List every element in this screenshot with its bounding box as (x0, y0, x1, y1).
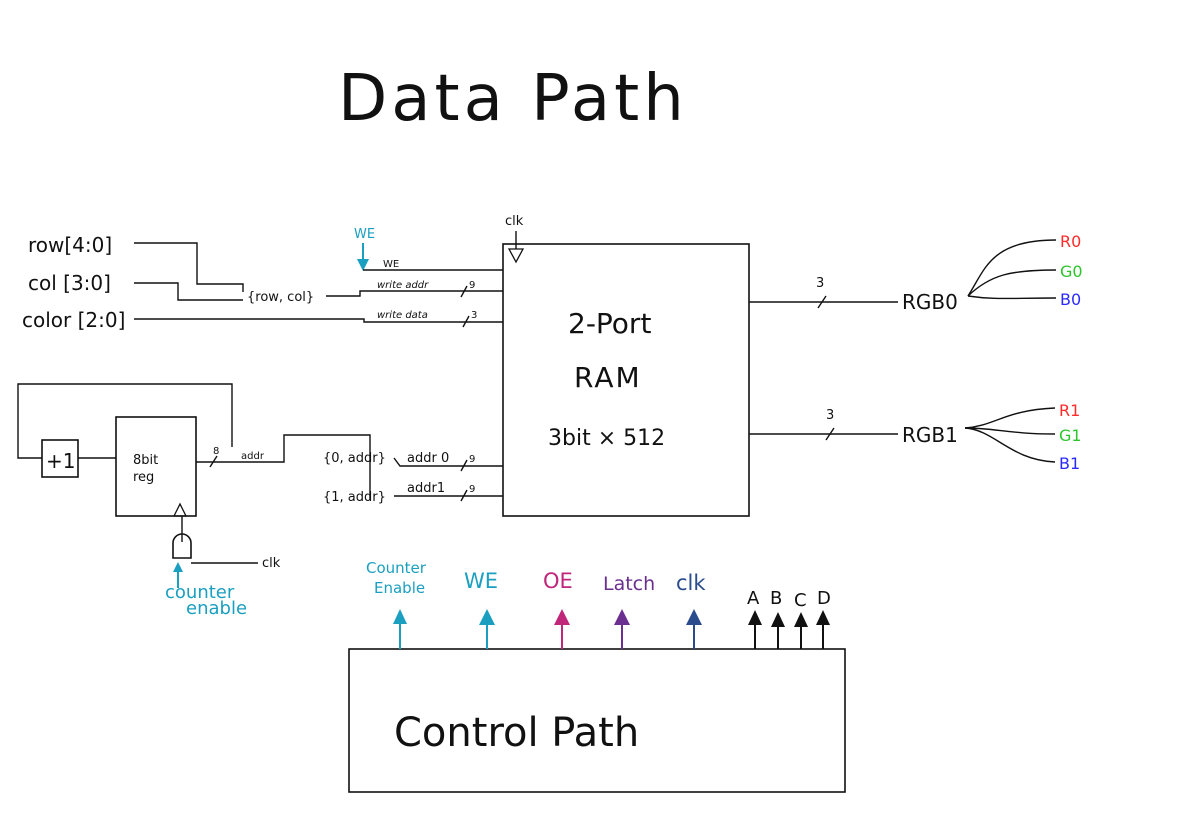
register-clock-triangle (172, 502, 188, 517)
control-counter-enable-line1: Counter (366, 559, 427, 577)
a-signal-arrowhead (748, 610, 762, 625)
b-signal-arrowhead (771, 612, 785, 627)
rgb1-bits: 3 (826, 408, 834, 423)
ram-block (502, 243, 750, 517)
rgb1-bus-tick (825, 427, 835, 441)
g1-wire (964, 427, 1056, 435)
counter-enable-label-line2: enable (186, 598, 247, 619)
rgb0-label: RGB0 (902, 290, 958, 314)
ram-name-line2: RAM (574, 361, 642, 394)
write-addr-bus-tick (460, 285, 468, 298)
b1-wire (964, 427, 1056, 463)
control-path-block (348, 648, 846, 793)
addr0-bus-tick (460, 459, 468, 472)
addr1-bus-tick (460, 489, 468, 502)
r0-label: R0 (1060, 232, 1081, 251)
ram-name-line1: 2-Port (568, 307, 651, 340)
addr0-wire (393, 457, 503, 467)
counter-enable-arrowhead (173, 562, 183, 572)
d-signal-arrowhead (816, 610, 830, 625)
control-b-label: B (770, 588, 782, 609)
counter-feedback-loop (17, 383, 233, 459)
counter-register (115, 416, 197, 517)
ram-clock-triangle (507, 248, 525, 264)
col-input-label: col [3:0] (28, 271, 111, 295)
write-addr-wire (326, 290, 503, 297)
control-we-label: WE (464, 569, 498, 593)
g0-label: G0 (1060, 262, 1083, 281)
write-data-bus-tick (462, 315, 470, 328)
reg-bus-bits: 8 (213, 446, 219, 457)
control-oe-label: OE (543, 569, 573, 593)
addr0-port-label: addr 0 (407, 451, 449, 466)
control-counter-enable-line2: Enable (374, 579, 425, 597)
rgb1-label: RGB1 (902, 423, 958, 447)
col-wire (134, 282, 243, 301)
we-input-arrowhead (357, 259, 369, 271)
addr0-concat-label: {0, addr} (323, 451, 386, 466)
r1-label: R1 (1059, 401, 1080, 420)
b1-label: B1 (1059, 454, 1080, 473)
addr0-bits: 9 (469, 454, 475, 465)
ram-clk-label: clk (505, 214, 524, 229)
diagram-title: Data Path (338, 62, 688, 136)
ram-size-label: 3bit × 512 (548, 426, 665, 451)
g0-wire (967, 269, 1057, 297)
row-input-label: row[4:0] (28, 233, 112, 257)
addr1-concat-label: {1, addr} (323, 490, 386, 505)
write-data-port-label: write data (377, 310, 428, 321)
control-a-label: A (747, 588, 760, 609)
g1-label: G1 (1059, 426, 1082, 445)
incrementer-label: +1 (46, 449, 75, 473)
counter-clk-label: clk (262, 556, 281, 571)
we-input-label: WE (354, 227, 375, 242)
register-output-wire (196, 434, 371, 500)
addr1-bits: 9 (469, 484, 475, 495)
clk-signal-arrowhead (686, 609, 702, 625)
r0-wire (967, 239, 1057, 297)
we-port-label: WE (383, 259, 399, 270)
write-data-bits: 3 (471, 310, 477, 321)
control-c-label: C (794, 590, 807, 611)
addr-bus-label: addr (241, 451, 265, 462)
write-addr-bits: 9 (469, 280, 475, 291)
rgb0-bus-tick (817, 295, 827, 309)
control-latch-label: Latch (603, 573, 655, 595)
row-col-concat-label: {row, col} (247, 290, 314, 305)
we-signal-arrowhead (479, 609, 495, 625)
r1-wire (964, 407, 1056, 429)
row-wire (134, 242, 244, 292)
and-gate (172, 533, 192, 559)
counter-enable-label-line1: counter (165, 582, 235, 603)
addr1-port-label: addr1 (407, 481, 445, 496)
write-addr-port-label: write addr (377, 280, 429, 291)
c-signal-arrowhead (794, 612, 808, 627)
reg-bus-tick (209, 455, 218, 468)
oe-signal-arrowhead (554, 609, 570, 625)
color-input-label: color [2:0] (22, 308, 125, 332)
write-data-wire (134, 318, 503, 323)
control-path-title: Control Path (394, 710, 639, 756)
control-clk-label: clk (676, 571, 706, 595)
rgb0-bits: 3 (816, 276, 824, 291)
register-label-line1: 8bit (133, 453, 158, 468)
register-label-line2: reg (133, 470, 154, 485)
b0-label: B0 (1060, 290, 1081, 309)
b0-wire (967, 295, 1057, 300)
latch-signal-arrowhead (614, 609, 630, 625)
control-d-label: D (817, 588, 831, 609)
counter-enable-signal-arrowhead (393, 609, 407, 624)
